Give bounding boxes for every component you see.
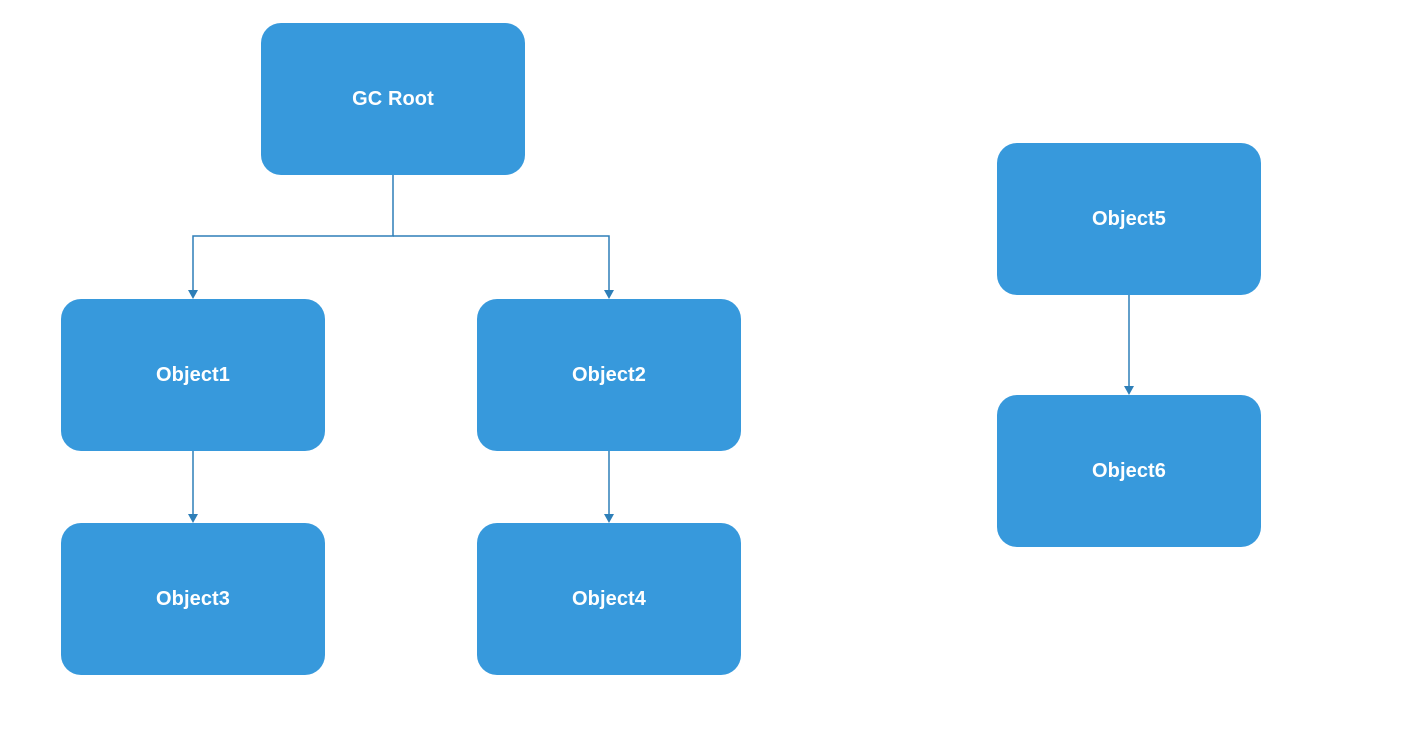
object2-node: Object2 [477, 299, 741, 451]
object6-label: Object6 [1091, 459, 1167, 482]
arrowhead-object4 [604, 514, 614, 523]
object6-node: Object6 [997, 395, 1261, 547]
object5-label: Object5 [1091, 207, 1167, 230]
gc-root-label: GC Root [352, 87, 434, 110]
object3-label: Object3 [155, 587, 231, 610]
arrowhead-object6 [1124, 386, 1134, 395]
object4-label: Object4 [571, 587, 647, 610]
edge-gc-root-to-object2 [393, 235, 610, 292]
arrowhead-object3 [188, 514, 198, 523]
arrowhead-object2 [604, 290, 614, 299]
object3-node: Object3 [61, 523, 325, 675]
arrowhead-object1 [188, 290, 198, 299]
object4-node: Object4 [477, 523, 741, 675]
object1-label: Object1 [155, 363, 231, 386]
object2-label: Object2 [571, 363, 647, 386]
object1-node: Object1 [61, 299, 325, 451]
edge-gc-root-to-object1 [192, 175, 394, 292]
object5-node: Object5 [997, 143, 1261, 295]
gc-root-node: GC Root [261, 23, 525, 175]
